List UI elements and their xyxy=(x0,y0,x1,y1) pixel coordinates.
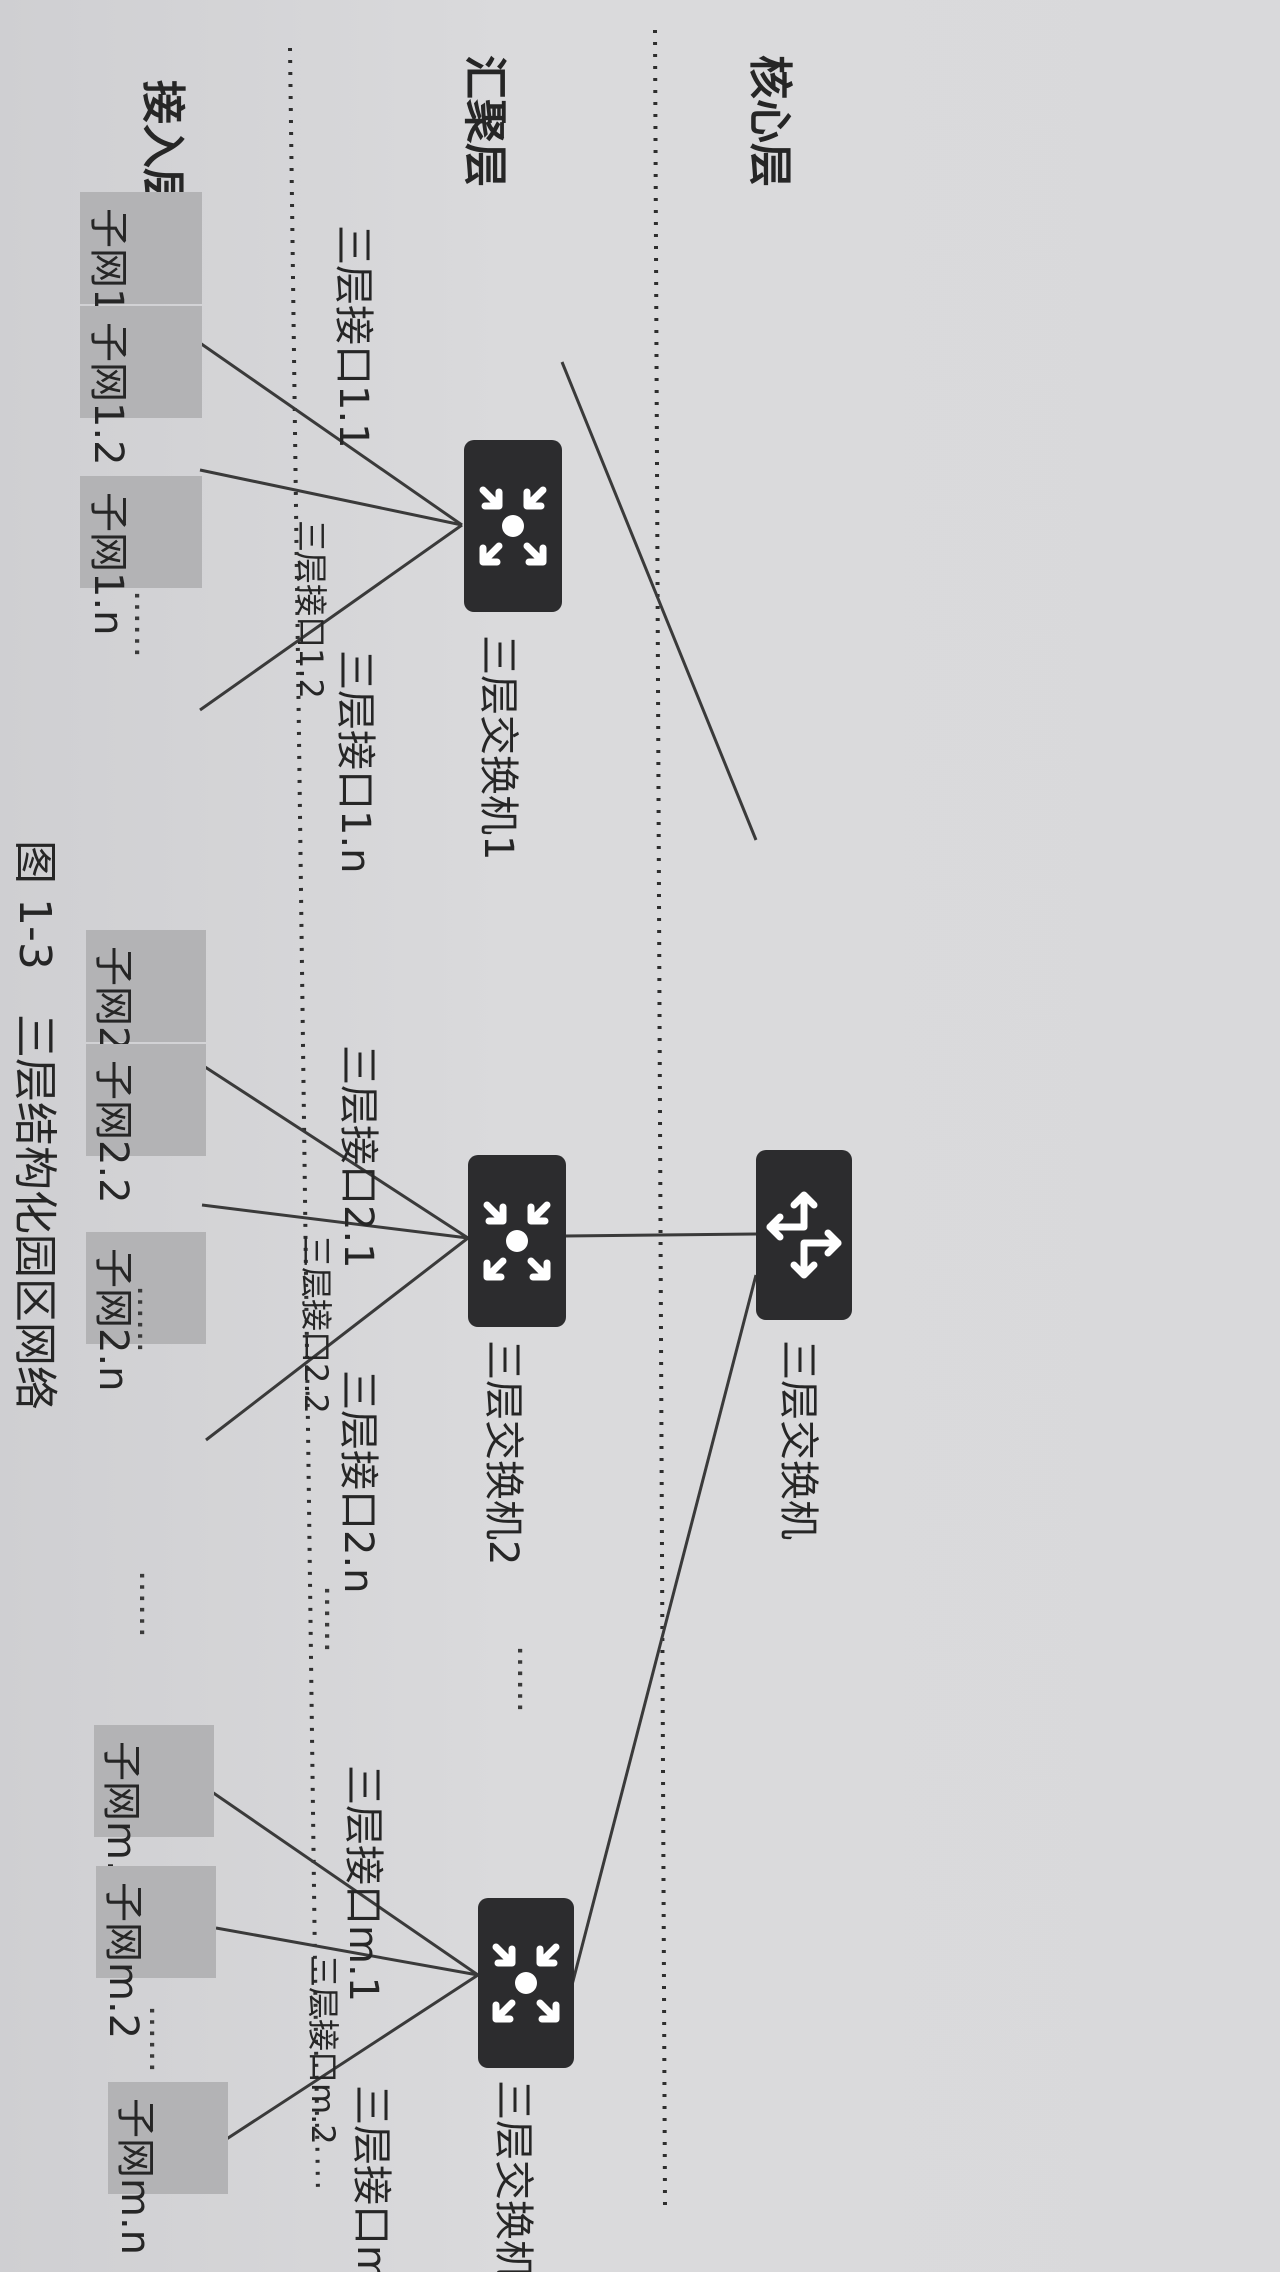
subnet-label: 子网1.n xyxy=(85,492,131,636)
aggregation-switch-1 xyxy=(464,440,562,612)
divider-core-aggregation xyxy=(653,29,667,2206)
link-agg1-subnet1 xyxy=(199,341,463,527)
ellipsis-subnets-1: …… xyxy=(126,590,166,658)
interface-label: 三层接口1.2 xyxy=(292,520,330,699)
divider-aggregation-access xyxy=(288,47,320,2196)
interface-label: 三层接口1.1 xyxy=(330,225,376,449)
routing-switch-icon xyxy=(766,1191,842,1279)
aggregation-layer-label: 汇聚层 xyxy=(459,55,510,187)
subnet-m-n: 子网m.n xyxy=(108,2082,228,2255)
figure-caption: 图 1-3 三层结构化园区网络 xyxy=(9,840,60,1410)
ellipsis-subnets-3: …… xyxy=(141,2005,181,2073)
interface-label: 三层接口m.1 xyxy=(340,1765,386,2002)
link-agg2-subnet2 xyxy=(201,1203,469,1240)
subnet-label: 子网1.2 xyxy=(85,322,131,466)
link-agg1-subnet2 xyxy=(199,468,463,527)
link-core-agg3 xyxy=(570,1274,758,1986)
interface-label: 三层接口m.n xyxy=(348,2085,394,2272)
subnet-2-1: 子网2.1 xyxy=(86,930,206,1090)
subnet-label: 子网2.n xyxy=(90,1248,136,1392)
link-core-agg1 xyxy=(560,361,758,841)
subnet-2-n: 子网2.n xyxy=(86,1232,206,1392)
aggregation-switch-3-label: 三层交换机3 xyxy=(490,2080,536,2272)
access-layer-label: 接入层 xyxy=(137,80,188,212)
subnet-label: 子网2.2 xyxy=(90,1060,136,1204)
interface-label: 三层接口2.2 xyxy=(297,1235,335,1414)
subnet-label: 子网m.n xyxy=(112,2098,158,2255)
interface-label: 三层接口1.n xyxy=(332,650,378,874)
subnet-1-n: 子网1.n xyxy=(80,476,202,636)
core-switch-label: 三层交换机 xyxy=(775,1340,821,1540)
link-core-agg2 xyxy=(564,1232,757,1238)
layer3-switch-icon xyxy=(483,1201,551,1281)
subnet-2-2: 子网2.2 xyxy=(86,1044,206,1204)
subnet-1-2: 子网1.2 xyxy=(80,306,202,466)
subnet-label: 子网m.2 xyxy=(100,1882,146,2039)
layer3-switch-icon xyxy=(492,1943,560,2023)
link-agg3-subnet3 xyxy=(221,1973,479,2144)
link-agg2-subnet1 xyxy=(201,1063,469,1240)
subnet-1-1: 子网1.1 xyxy=(80,192,202,352)
link-agg2-subnet3 xyxy=(205,1236,469,1442)
ellipsis-between-groups-interfaces: …… xyxy=(316,1585,356,1653)
interface-label: 三层接口2.1 xyxy=(335,1045,381,1269)
aggregation-switch-3 xyxy=(478,1898,574,2068)
link-agg3-subnet1 xyxy=(211,1790,479,1977)
ellipsis-between-groups-aggregation: …… xyxy=(509,1645,549,1713)
ellipsis-subnets-2: …… xyxy=(129,1285,169,1353)
interface-label: 三层接口2.n xyxy=(335,1370,381,1594)
ellipsis-between-groups-access: …… xyxy=(131,1570,171,1638)
layer3-switch-icon xyxy=(479,486,547,566)
aggregation-switch-2 xyxy=(468,1155,566,1327)
subnet-m-2: 子网m.2 xyxy=(96,1866,216,2039)
core-switch xyxy=(756,1150,852,1320)
core-layer-label: 核心层 xyxy=(744,55,795,187)
interface-label: 三层接口m.2 xyxy=(304,1955,342,2145)
aggregation-switch-2-label: 三层交换机2 xyxy=(480,1340,526,1565)
link-agg1-subnet3 xyxy=(199,523,463,712)
link-agg3-subnet2 xyxy=(215,1926,479,1977)
aggregation-switch-1-label: 三层交换机1 xyxy=(475,635,521,860)
